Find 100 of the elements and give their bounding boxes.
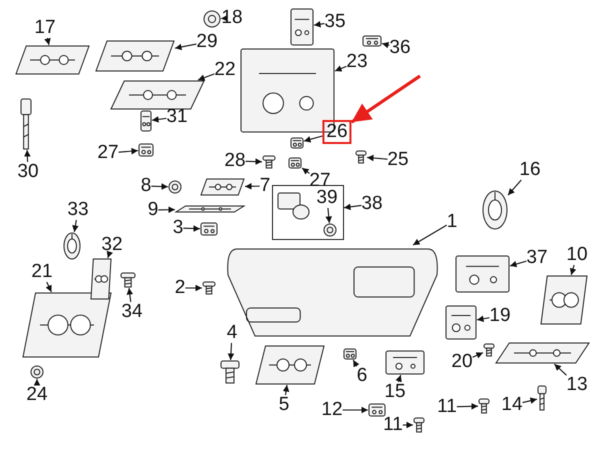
leader-line	[220, 14, 228, 22]
callout-number: 3	[172, 218, 184, 238]
callout-number: 13	[566, 375, 588, 395]
grommet-drawing	[203, 10, 221, 28]
callout-number: 31	[166, 107, 188, 127]
clip-drawing	[368, 403, 386, 417]
leader-line	[152, 116, 166, 123]
leader-line	[472, 352, 484, 358]
leader-line	[46, 282, 52, 292]
nut-drawing	[168, 180, 182, 194]
leader-line	[198, 73, 215, 81]
clip-drawing	[200, 222, 218, 236]
callout-number: 15	[384, 382, 406, 402]
leader-line	[228, 342, 234, 360]
support-rail-drawing	[110, 80, 205, 110]
callout-number: 20	[451, 352, 473, 372]
leader-line	[396, 374, 402, 382]
leader-line	[158, 206, 175, 214]
leader-line	[456, 403, 478, 410]
bracket-drawing	[200, 178, 245, 196]
license-plate-mount-drawing	[455, 255, 510, 293]
trim-strip-drawing	[495, 342, 590, 364]
sensor-kit-outline	[272, 185, 344, 240]
side-trim-drawing	[540, 275, 588, 325]
leader-line	[302, 168, 310, 175]
leader-line	[510, 260, 527, 268]
callout-number: 10	[566, 245, 588, 265]
callout-number: 34	[121, 302, 143, 322]
leader-line	[244, 183, 260, 190]
clip-drawing	[288, 157, 302, 169]
clip-drawing	[290, 137, 304, 149]
pointer-arrow	[350, 74, 421, 124]
leader-line	[334, 65, 347, 72]
leader-line	[554, 364, 567, 376]
push-pin-drawing	[220, 360, 240, 384]
callout-number: 1	[446, 212, 458, 232]
leader-line	[304, 135, 323, 142]
callout-number: 23	[346, 52, 368, 72]
callout-number: 24	[26, 385, 48, 405]
callout-number: 19	[489, 306, 511, 326]
callout-number: 9	[148, 200, 158, 220]
grille-drawing	[255, 345, 325, 385]
callout-number: 8	[140, 176, 152, 196]
callout-number: 26	[322, 120, 352, 144]
screw-drawing	[483, 343, 495, 357]
screw-drawing	[202, 281, 216, 295]
screw-drawing	[120, 272, 136, 288]
callout-number: 35	[324, 12, 346, 32]
leader-line	[522, 397, 538, 404]
callout-number: 33	[67, 200, 89, 220]
callout-number: 16	[519, 160, 541, 180]
screw-drawing	[413, 417, 425, 433]
leader-line	[412, 224, 447, 246]
leader-line	[246, 158, 262, 165]
callout-number: 11	[383, 415, 403, 435]
callout-number: 25	[387, 150, 409, 170]
callout-number: 22	[214, 60, 236, 80]
callout-number: 11	[437, 397, 457, 417]
callout-number: 37	[526, 248, 548, 268]
leader-line	[72, 220, 79, 232]
screw-drawing	[478, 398, 490, 414]
callout-number: 32	[101, 235, 123, 255]
screw-drawing	[355, 150, 367, 164]
leader-line	[24, 150, 31, 162]
callout-number: 28	[224, 151, 246, 171]
reflector-drawing	[445, 305, 477, 340]
callout-number: 21	[31, 262, 53, 282]
callout-number: 27	[97, 143, 119, 163]
callout-number: 7	[260, 176, 270, 196]
clip-drawing	[138, 143, 154, 157]
bracket-drawing	[90, 258, 112, 300]
screw-drawing	[262, 155, 276, 169]
callout-number: 4	[226, 323, 238, 343]
leader-line	[282, 384, 290, 396]
clip-drawing	[362, 35, 382, 47]
bolt-drawing	[537, 385, 547, 411]
leader-line	[118, 148, 138, 154]
leader-line	[352, 360, 360, 368]
callout-number: 29	[196, 32, 218, 52]
leader-line	[126, 288, 134, 302]
callout-number: 2	[174, 278, 186, 298]
leader-line	[314, 20, 325, 28]
callout-number: 12	[321, 400, 343, 420]
leader-line	[106, 250, 113, 258]
leader-line	[325, 208, 332, 224]
bracket-drawing	[290, 8, 314, 46]
leader-line	[402, 422, 413, 428]
clip-drawing	[343, 348, 357, 360]
leader-line	[183, 225, 200, 232]
leader-line	[34, 379, 40, 386]
leader-line	[174, 44, 197, 50]
leader-line	[151, 183, 168, 190]
seal-drawing	[63, 232, 81, 260]
clip-drawing	[140, 110, 152, 132]
leader-line	[344, 204, 362, 210]
callout-number: 14	[501, 395, 523, 415]
callout-number: 38	[361, 194, 383, 214]
callout-number: 39	[316, 188, 338, 208]
callout-number: 6	[356, 366, 368, 386]
callout-number: 36	[389, 38, 411, 58]
